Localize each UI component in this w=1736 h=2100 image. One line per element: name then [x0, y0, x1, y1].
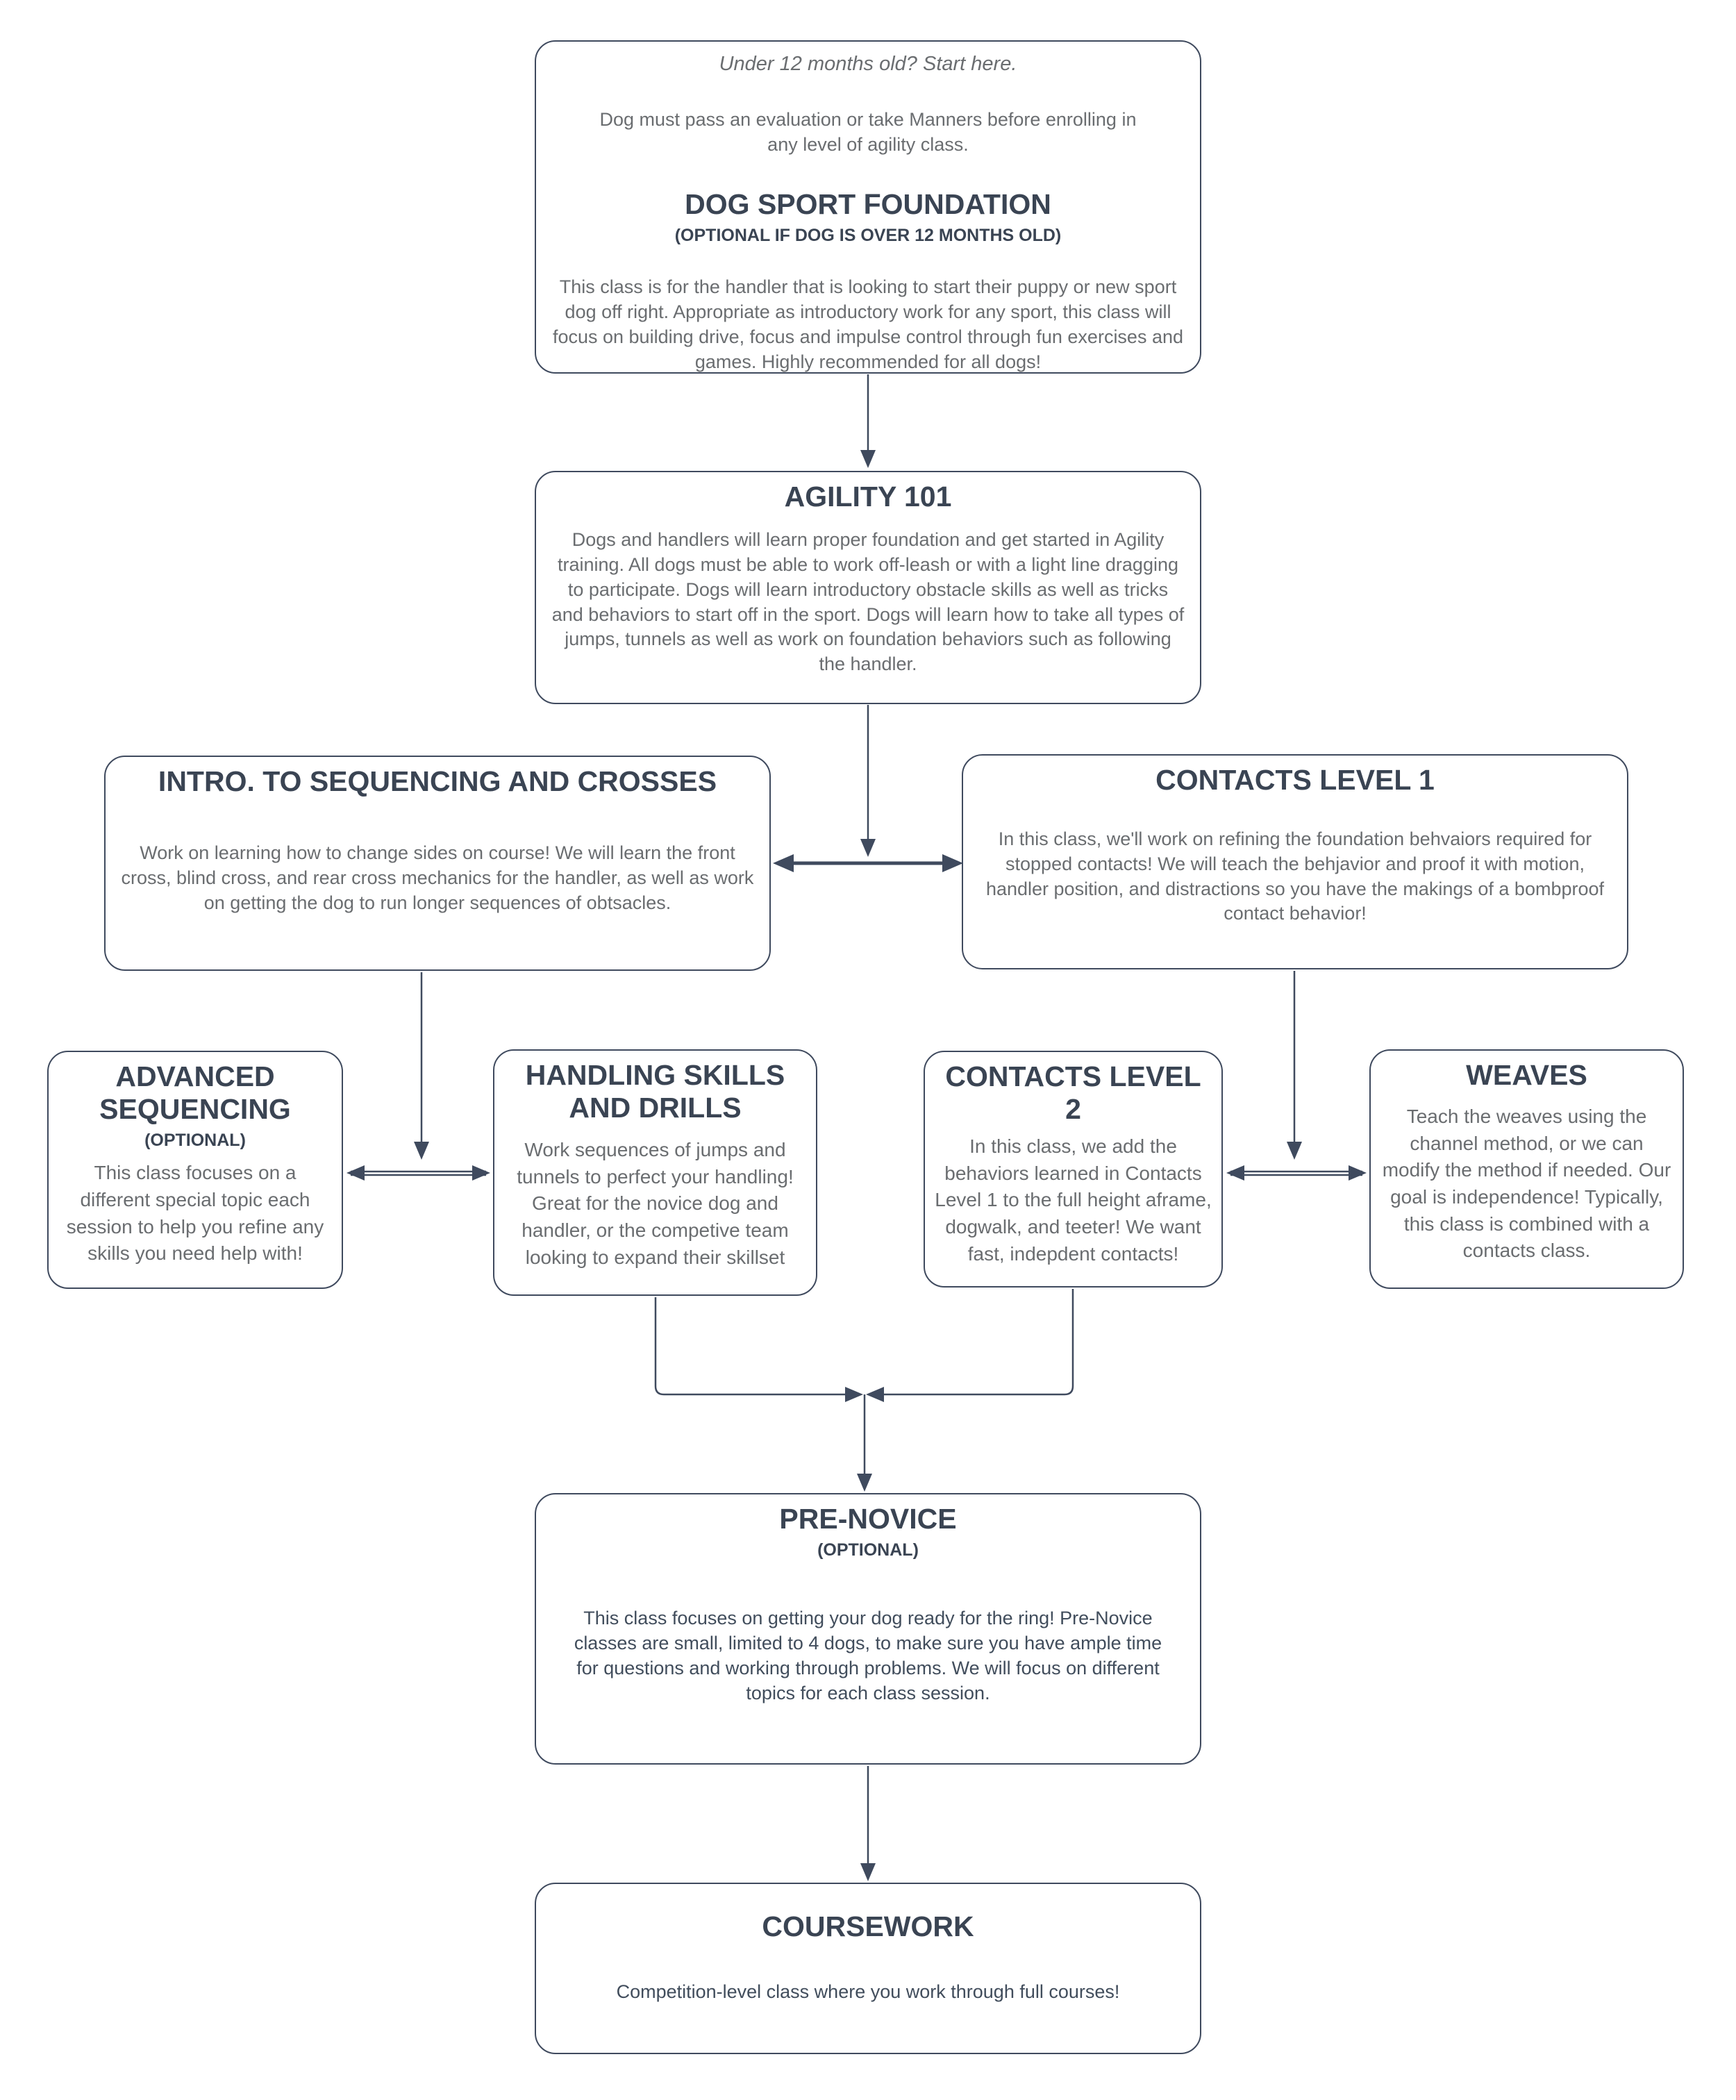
foundation-subtitle: (OPTIONAL IF DOG IS OVER 12 MONTHS OLD) [674, 225, 1062, 245]
arrowhead-left-contacts2 [1226, 1165, 1244, 1181]
node-handling-skills-drills: HANDLING SKILLS AND DRILLS Work sequence… [493, 1049, 817, 1296]
node-weaves: WEAVES Teach the weaves using the channe… [1369, 1049, 1684, 1289]
arrowhead-right-contacts1 [942, 854, 963, 872]
advanced-sequencing-title: ADVANCED SEQUENCING [99, 1060, 291, 1126]
advanced-sequencing-subtitle: (OPTIONAL) [144, 1131, 246, 1151]
contacts2-body: In this class, we add the behaviors lear… [935, 1135, 1212, 1265]
contacts1-title: CONTACTS LEVEL 1 [1155, 764, 1435, 796]
foundation-note-text: Dog must pass an evaluation or take Mann… [599, 109, 1137, 155]
prenovice-body: This class focuses on getting your dog r… [574, 1608, 1162, 1703]
handling-body: Work sequences of jumps and tunnels to p… [517, 1139, 794, 1268]
advanced-sequencing-body: This class focuses on a different specia… [66, 1162, 324, 1265]
prenovice-title: PRE-NOVICE [779, 1503, 957, 1535]
node-contacts-level-2: CONTACTS LEVEL 2 In this class, we add t… [924, 1051, 1223, 1288]
intro-sequencing-body: Work on learning how to change sides on … [121, 842, 754, 913]
node-pre-novice: PRE-NOVICE (OPTIONAL) This class focuses… [535, 1493, 1201, 1765]
node-intro-sequencing-crosses: INTRO. TO SEQUENCING AND CROSSES Work on… [104, 756, 771, 971]
handling-title: HANDLING SKILLS AND DRILLS [525, 1059, 785, 1124]
arrowhead-down-coursework [860, 1863, 876, 1881]
coursework-body: Competition-level class where you work t… [616, 1981, 1120, 2003]
weaves-title: WEAVES [1466, 1059, 1587, 1091]
node-contacts-level-1: CONTACTS LEVEL 1 In this class, we'll wo… [962, 754, 1628, 969]
arrowhead-right-handling [472, 1165, 490, 1181]
foundation-body: This class is for the handler that is lo… [552, 276, 1184, 372]
prenovice-subtitle: (OPTIONAL) [817, 1540, 919, 1560]
arrowhead-left-introseq [773, 854, 794, 872]
arrowhead-junction-left [866, 1387, 884, 1402]
connector-contacts2-to-junction [875, 1289, 1074, 1396]
arrowhead-down-prenovice [857, 1474, 872, 1492]
arrowhead-down-agility101 [860, 450, 876, 468]
node-coursework: COURSEWORK Competition-level class where… [535, 1883, 1201, 2054]
arrowhead-down-row2 [860, 839, 876, 857]
contacts2-title: CONTACTS LEVEL 2 [945, 1060, 1201, 1126]
agility101-title: AGILITY 101 [784, 481, 952, 512]
arrowhead-junction-right [845, 1387, 863, 1402]
weaves-body: Teach the weaves using the channel metho… [1382, 1106, 1671, 1262]
connector-handling-to-junction [654, 1297, 854, 1396]
arrowhead-right-weaves [1349, 1165, 1367, 1181]
arrowhead-down-row3-right [1287, 1142, 1302, 1160]
foundation-intro-text: Under 12 months old? Start here. [719, 53, 1017, 75]
arrowhead-left-advseq [347, 1165, 365, 1181]
agility101-body: Dogs and handlers will learn proper foun… [551, 528, 1185, 675]
node-agility-101: AGILITY 101 Dogs and handlers will learn… [535, 471, 1201, 704]
coursework-title: COURSEWORK [762, 1910, 974, 1942]
arrowhead-down-row3-left [414, 1142, 429, 1160]
contacts1-body: In this class, we'll work on refining th… [985, 828, 1605, 924]
node-dog-sport-foundation: Under 12 months old? Start here. Dog mus… [535, 40, 1201, 374]
node-advanced-sequencing: ADVANCED SEQUENCING (OPTIONAL) This clas… [47, 1051, 343, 1289]
foundation-title: DOG SPORT FOUNDATION [685, 188, 1051, 220]
intro-sequencing-title: INTRO. TO SEQUENCING AND CROSSES [158, 765, 717, 797]
